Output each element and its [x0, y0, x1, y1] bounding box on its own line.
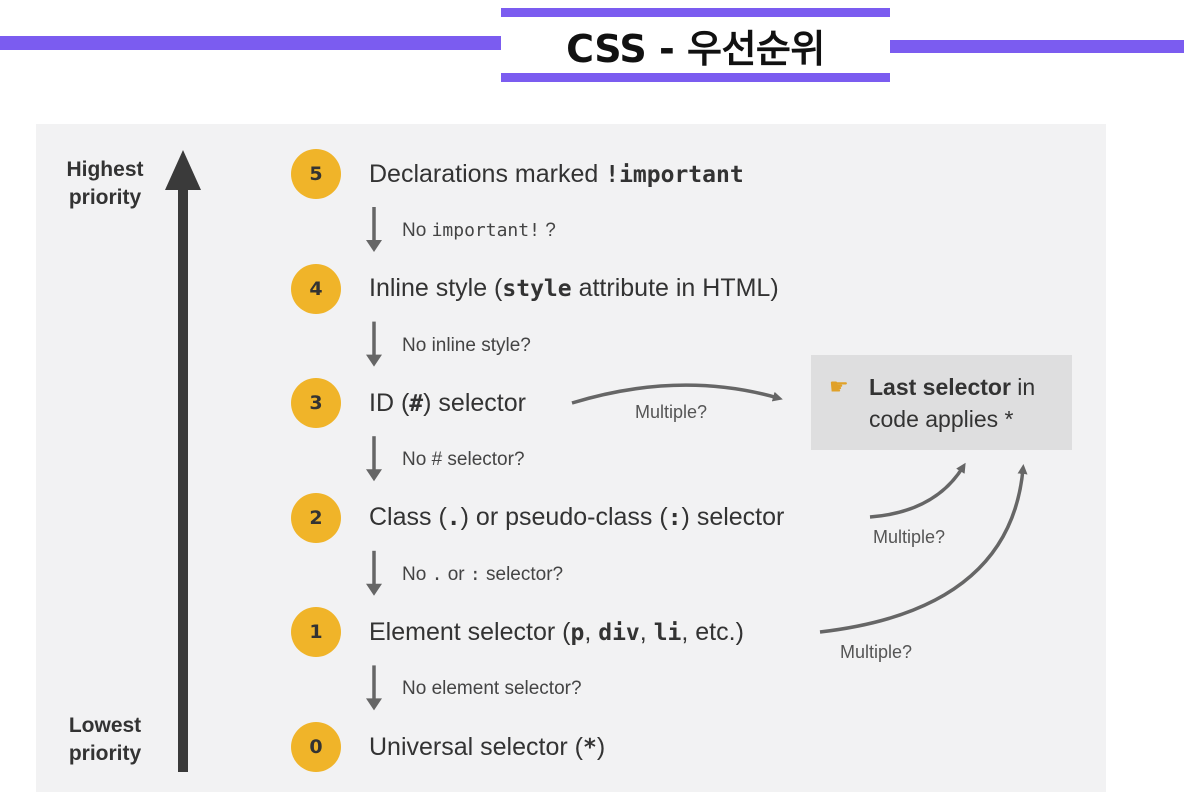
- step-label-part: !important: [605, 161, 744, 188]
- down-arrow-head: [366, 469, 382, 482]
- step-label-part: Universal selector (: [369, 732, 583, 761]
- condition-part: No: [402, 220, 432, 241]
- priority-step-label: ID (#) selector: [369, 389, 526, 418]
- priority-badge: 2: [291, 492, 341, 543]
- priority-step-3: 3 ID (#) selector: [291, 378, 526, 429]
- priority-badge: 0: [291, 722, 341, 772]
- multiple-label-class: Multiple?: [873, 527, 946, 547]
- condition-label: No . or : selector?: [402, 564, 563, 586]
- step-label-part: , etc.): [681, 617, 744, 646]
- condition-label: No inline style?: [402, 335, 531, 357]
- header-stripe-right: [890, 40, 1184, 53]
- step-label-part: attribute in HTML): [571, 274, 779, 303]
- condition-part: No # selector?: [402, 449, 525, 471]
- step-label-part: ): [596, 732, 606, 761]
- multiple-label-id: Multiple?: [635, 402, 708, 422]
- condition-part: :: [469, 563, 481, 585]
- step-label-part: Class (: [369, 503, 447, 532]
- down-arrow-head: [366, 698, 382, 711]
- result-part: Last selector: [869, 374, 1011, 400]
- result-line-1: Last selector in: [869, 371, 1035, 403]
- step-label-part: ) selector: [681, 503, 785, 532]
- condition-part: No element selector?: [402, 678, 582, 700]
- step-label-part: p: [570, 619, 585, 646]
- priority-step-label: Class (.) or pseudo-class (:) selector: [369, 503, 784, 532]
- multiple-arrow-from-element: [819, 464, 1028, 634]
- step-label-part: style: [502, 276, 572, 303]
- priority-step-5: 5 Declarations marked !important: [291, 149, 744, 199]
- priority-badge: 1: [291, 607, 341, 658]
- pointing-hand-icon: ☛: [829, 374, 849, 399]
- condition-part: selector?: [480, 563, 564, 585]
- condition-part: or: [442, 563, 470, 585]
- condition-part: No: [402, 563, 432, 585]
- step-label-part: Inline style (: [369, 274, 503, 303]
- step-label-part: li: [653, 619, 682, 646]
- result-line-2: code applies *: [869, 406, 1014, 432]
- condition-part: important!: [431, 220, 540, 241]
- priority-step-label: Element selector (p, div, li, etc.): [369, 618, 744, 647]
- condition-part: .: [431, 563, 443, 585]
- condition-part: ?: [539, 220, 556, 241]
- result-part: in: [1010, 374, 1036, 400]
- step-label-part: Element selector (: [369, 617, 571, 646]
- step-label-part: ID (: [369, 388, 410, 417]
- step-label-part: #: [409, 390, 424, 417]
- multiple-label-element: Multiple?: [840, 642, 913, 662]
- priority-step-0: 0 Universal selector (*): [291, 722, 605, 772]
- condition-label: No # selector?: [402, 449, 525, 471]
- condition-label: No element selector?: [402, 678, 582, 700]
- multiple-arrow-from-id: [571, 383, 783, 405]
- diagram-panel: [36, 124, 1106, 792]
- step-label-part: div: [598, 619, 640, 646]
- priority-step-1: 1 Element selector (p, div, li, etc.): [291, 607, 744, 658]
- priority-badge: 5: [291, 149, 341, 199]
- title-box: CSS - 우선순위: [501, 8, 890, 82]
- condition-label: No important! ?: [402, 220, 556, 242]
- result-box: ☛ Last selector in code applies *: [811, 355, 1072, 450]
- step-label-part: .: [446, 505, 461, 532]
- priority-step-label: Inline style (style attribute in HTML): [369, 274, 779, 303]
- priority-step-4: 4 Inline style (style attribute in HTML): [291, 263, 779, 314]
- step-label-part: ) selector: [423, 388, 526, 417]
- step-label-part: ,: [639, 617, 654, 646]
- step-label-part: *: [582, 734, 597, 761]
- step-label-part: ,: [584, 617, 599, 646]
- priority-step-label: Universal selector (*): [369, 733, 605, 762]
- step-label-part: ) or pseudo-class (: [460, 503, 668, 532]
- priority-step-label: Declarations marked !important: [369, 160, 744, 189]
- priority-badge: 3: [291, 378, 341, 429]
- down-arrow-head: [366, 583, 382, 596]
- down-arrow-head: [366, 354, 382, 367]
- down-arrow-head: [366, 240, 382, 252]
- condition-part: No inline style?: [402, 334, 531, 356]
- multiple-arrow-from-class: [869, 462, 966, 519]
- priority-axis-shaft: [178, 186, 188, 772]
- step-label-part: Declarations marked: [369, 159, 606, 188]
- priority-badge: 4: [291, 263, 341, 314]
- header-stripe-left: [0, 36, 501, 50]
- page-title: CSS - 우선순위: [566, 26, 825, 71]
- step-label-part: :: [667, 505, 682, 532]
- priority-step-2: 2 Class (.) or pseudo-class (:) selector: [291, 492, 784, 543]
- priority-axis-arrowhead: [165, 150, 201, 190]
